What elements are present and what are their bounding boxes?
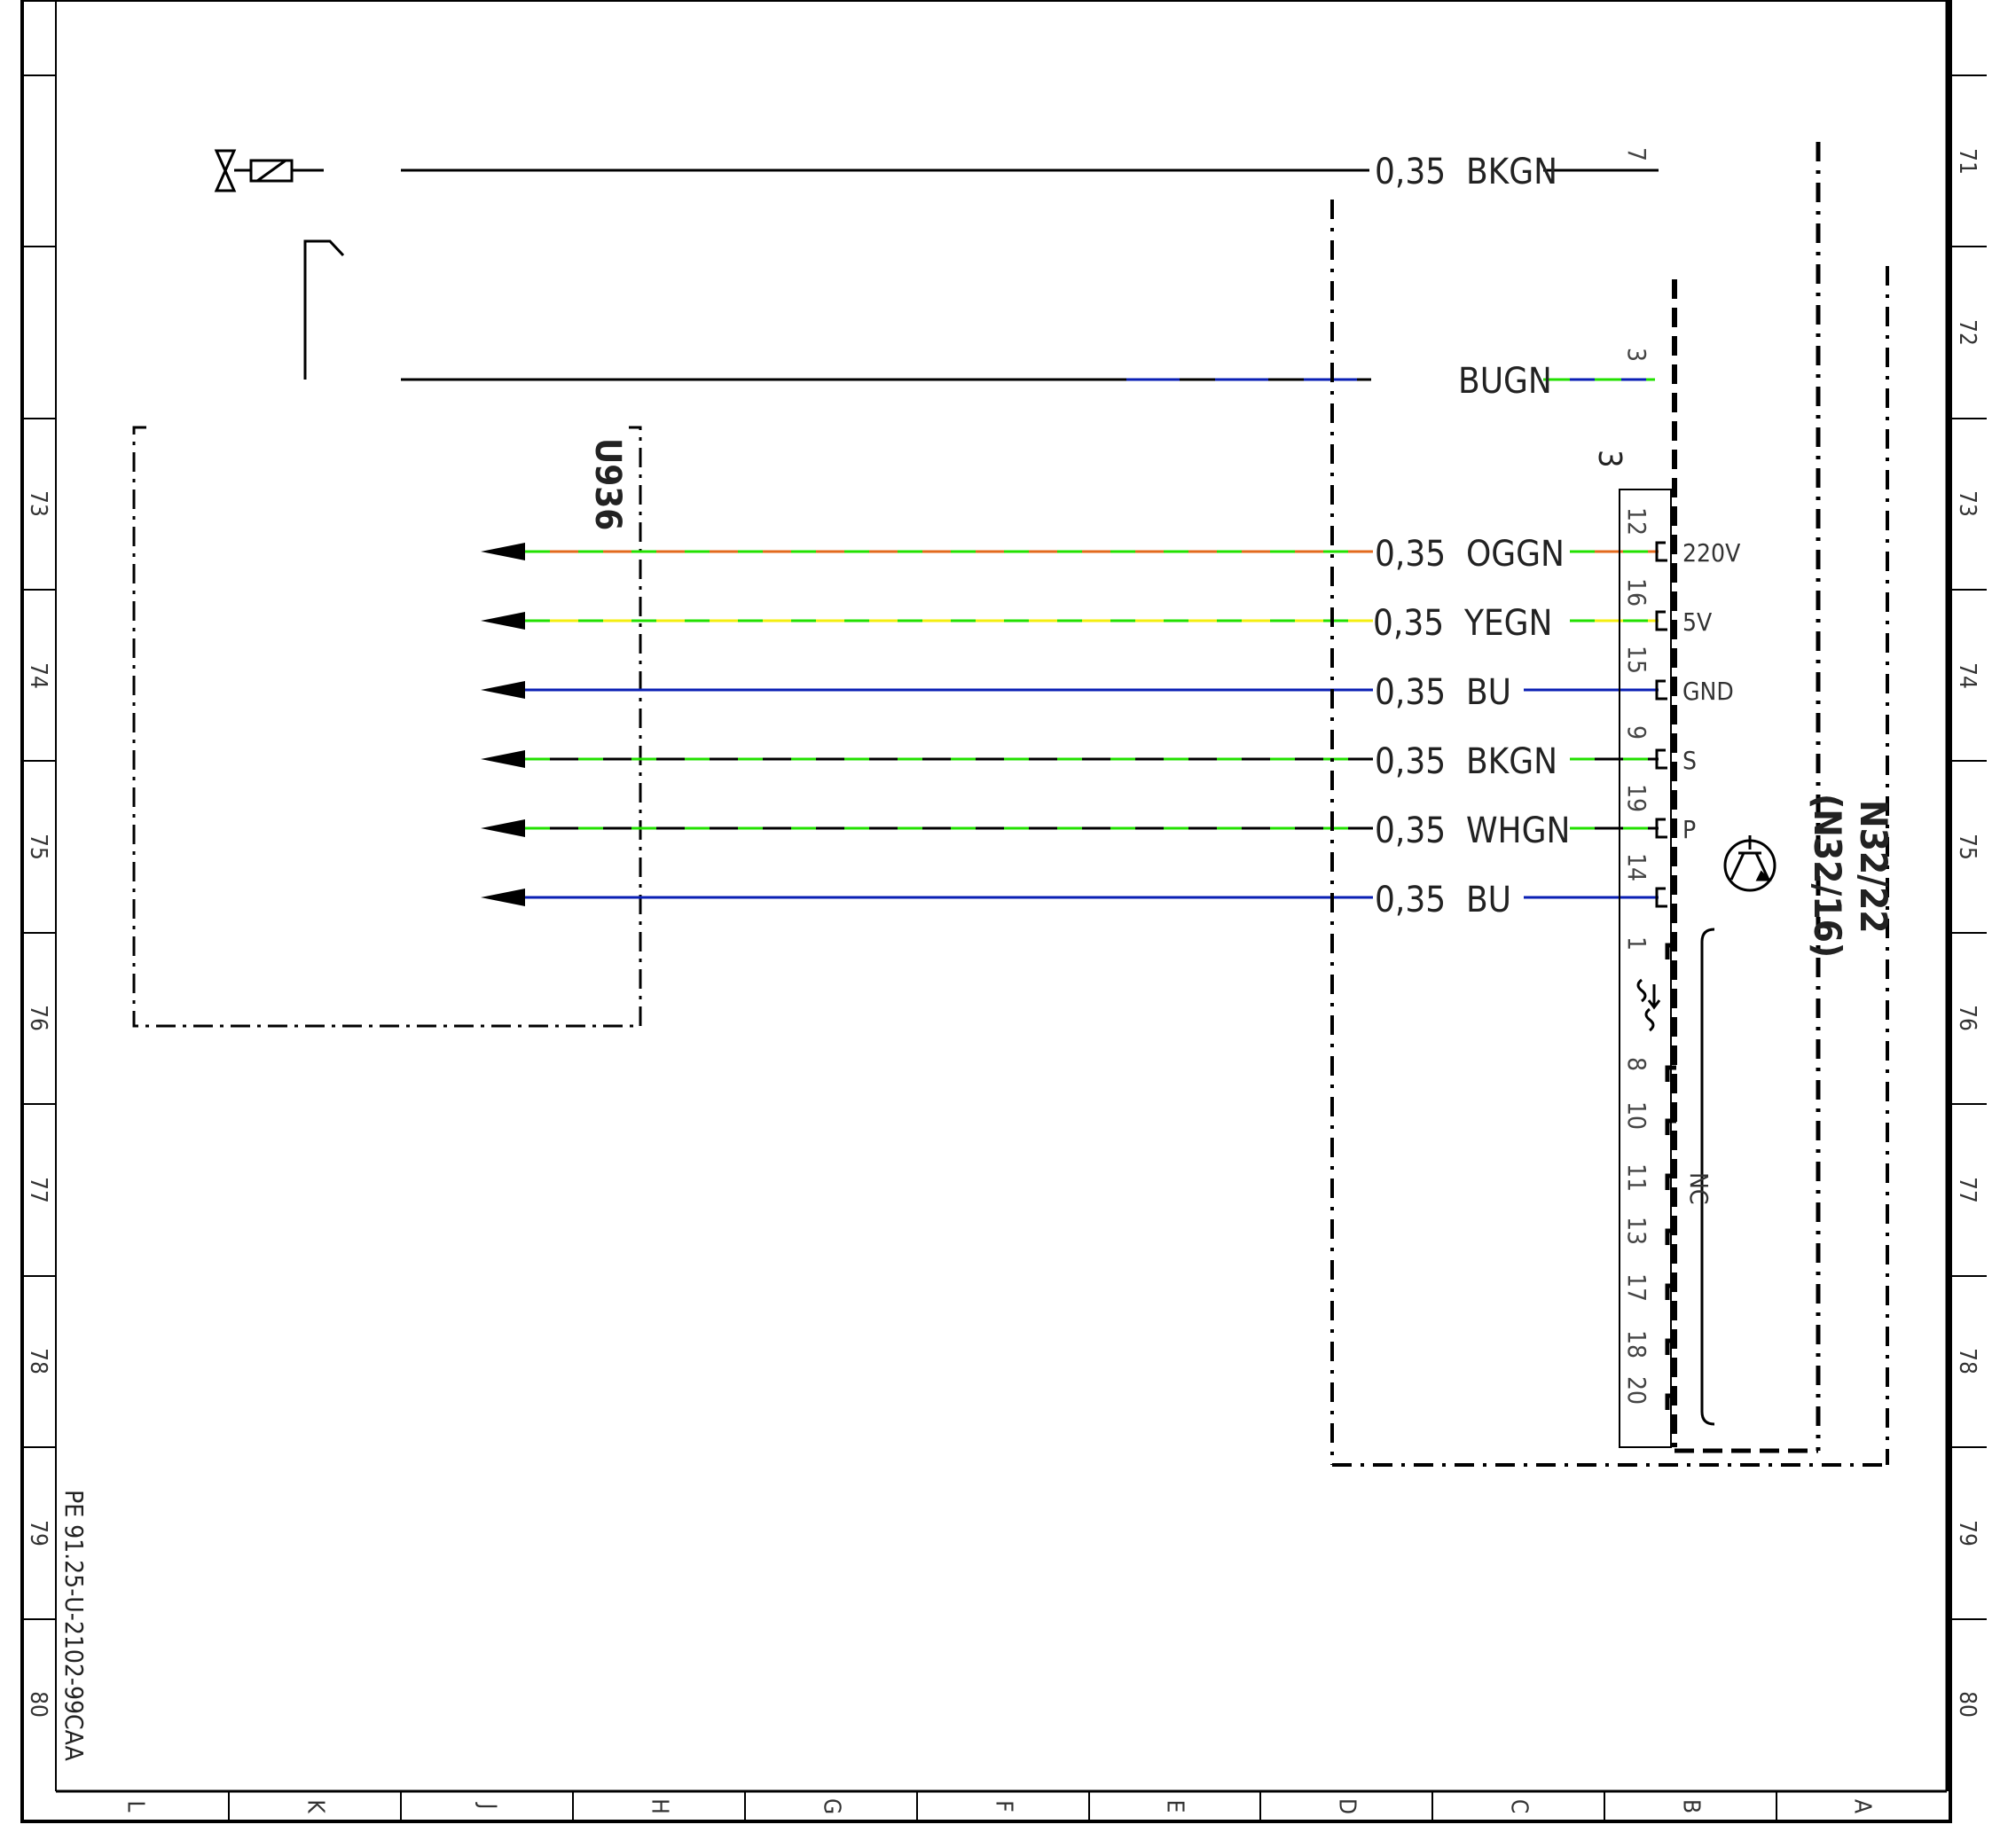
col-label: F	[991, 1800, 1017, 1812]
connector-body	[1619, 489, 1672, 1448]
module-box-u936	[132, 426, 642, 1028]
pin-number: 3	[1622, 348, 1651, 362]
arrow-left-icon	[481, 819, 525, 837]
arrow-left-icon	[481, 889, 525, 906]
signal-label: 5V	[1682, 607, 1713, 637]
wire-label: 0,35 BU	[1375, 672, 1511, 713]
pin-number: 7	[1622, 147, 1651, 161]
left-row-label: 80	[25, 1691, 51, 1718]
pin-gap-icon	[1636, 978, 1661, 1032]
pin-number: 13	[1622, 1217, 1651, 1245]
document-code: PE 91.25-U-2102-99CAA	[59, 1490, 89, 1762]
left-row-label: 77	[25, 1177, 51, 1203]
bottom-ruler: L K J H G F E D C B A	[122, 1791, 1876, 1821]
module-label-u936: U936	[587, 438, 628, 530]
module-box-n32	[1330, 142, 1889, 1467]
page-frame	[20, 0, 1952, 1823]
col-label: E	[1162, 1800, 1188, 1813]
left-row-label: 76	[25, 1005, 51, 1031]
left-ruler: 73 74 75 76 77 78 79 80	[22, 74, 56, 1718]
switch-contact-icon	[303, 239, 345, 380]
transistor-icon	[1723, 835, 1776, 892]
module-label-n32: N32/22	[1852, 800, 1895, 934]
pin-number: 20	[1622, 1376, 1651, 1405]
col-label: C	[1506, 1799, 1533, 1813]
right-row-label: 80	[1954, 1691, 1980, 1718]
wire-label: 0,35 BKGN	[1375, 741, 1557, 782]
signal-label: GND	[1682, 677, 1734, 706]
pin-number: 15	[1622, 646, 1651, 674]
pin-number: 18	[1622, 1330, 1651, 1359]
module-label-n32-alt: (N32/16)	[1806, 794, 1849, 958]
col-label: D	[1334, 1798, 1361, 1814]
right-row-label: 73	[1954, 490, 1980, 517]
signal-label: P	[1682, 815, 1696, 844]
wire-label: 0,35 BU	[1375, 880, 1511, 920]
solenoid-valve-icon	[214, 149, 324, 192]
pin-number: 17	[1622, 1273, 1651, 1302]
col-label: H	[647, 1798, 673, 1814]
right-row-label: 72	[1954, 319, 1980, 346]
right-ruler: 71 72 73 74 75 76 77 78 79 80	[1948, 74, 1987, 1718]
right-row-label: 78	[1954, 1348, 1980, 1374]
pin-number: 16	[1622, 578, 1651, 607]
terminal-hooks	[1655, 541, 1667, 908]
col-label: K	[302, 1799, 329, 1813]
col-label: J	[475, 1802, 501, 1810]
nc-bracket	[1700, 928, 1715, 1426]
pin-number: 9	[1622, 725, 1651, 740]
col-label: B	[1678, 1799, 1705, 1813]
right-row-label: 79	[1954, 1520, 1980, 1547]
left-row-label: 73	[25, 490, 51, 517]
pin-number: 19	[1622, 784, 1651, 812]
wire-layer	[481, 543, 1659, 906]
pin-number: 8	[1622, 1057, 1651, 1071]
right-row-label: 75	[1954, 834, 1980, 860]
left-row-label: 79	[25, 1520, 51, 1547]
wire-label: 0,35 WHGN	[1375, 810, 1570, 851]
col-label: A	[1849, 1799, 1876, 1813]
arrow-left-icon	[481, 750, 525, 768]
wire-label: BUGN	[1458, 361, 1552, 402]
pin-number: 10	[1622, 1101, 1651, 1130]
pin-number: 14	[1622, 853, 1651, 881]
col-label: L	[122, 1800, 149, 1812]
arrow-left-icon	[481, 543, 525, 560]
right-row-label: 74	[1954, 662, 1980, 689]
pin-number: 1	[1622, 936, 1651, 951]
pin-number: 11	[1622, 1163, 1651, 1192]
connector-number: 3	[1591, 450, 1627, 468]
left-row-label: 78	[25, 1348, 51, 1374]
col-label: G	[819, 1798, 845, 1814]
left-row-label: 74	[25, 662, 51, 689]
right-row-label: 77	[1954, 1177, 1980, 1203]
right-row-label: 76	[1954, 1005, 1980, 1031]
signal-label: 220V	[1682, 538, 1741, 568]
arrow-left-icon	[481, 612, 525, 630]
arrow-left-icon	[481, 681, 525, 699]
left-row-label: 75	[25, 834, 51, 860]
right-row-label: 71	[1954, 148, 1980, 175]
nc-label: NC	[1684, 1172, 1714, 1204]
signal-label: S	[1682, 746, 1697, 775]
wire-label: 0,35 BKGN	[1375, 152, 1557, 192]
wire-label: 0,35 YEGN	[1373, 603, 1552, 644]
unused-terminal-marks	[1665, 943, 1676, 1410]
wire-label: 0,35 OGGN	[1375, 534, 1565, 575]
pin-number: 12	[1622, 507, 1651, 536]
